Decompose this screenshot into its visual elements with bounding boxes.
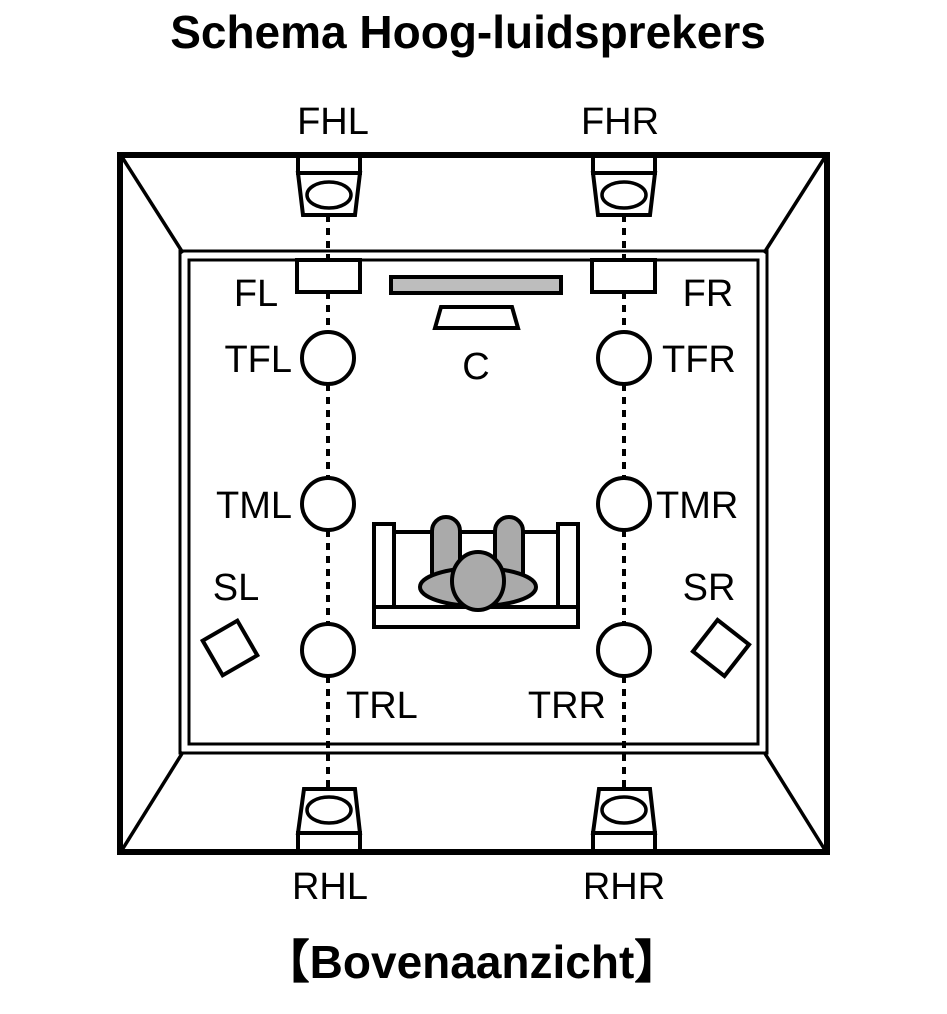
label-trr: TRR bbox=[528, 685, 606, 727]
speaker-trr bbox=[596, 622, 652, 678]
speaker-rhr bbox=[590, 787, 658, 854]
speaker-tfl bbox=[300, 330, 356, 386]
speaker-trl bbox=[300, 622, 356, 678]
label-fhr: FHR bbox=[581, 101, 659, 143]
label-c: C bbox=[462, 346, 489, 388]
label-tml: TML bbox=[216, 485, 292, 527]
speaker-fl bbox=[295, 258, 362, 294]
label-tmr: TMR bbox=[656, 485, 738, 527]
tv-screen bbox=[389, 275, 563, 295]
label-fl: FL bbox=[234, 273, 278, 315]
label-sr: SR bbox=[683, 567, 736, 609]
label-rhl: RHL bbox=[292, 866, 368, 908]
perspective-lines bbox=[120, 156, 827, 851]
label-fr: FR bbox=[683, 273, 734, 315]
label-trl: TRL bbox=[346, 685, 418, 727]
listener-on-sofa bbox=[372, 515, 580, 629]
speaker-fhr bbox=[590, 153, 658, 217]
label-sl: SL bbox=[213, 567, 259, 609]
label-tfl: TFL bbox=[224, 339, 292, 381]
label-tfr: TFR bbox=[662, 339, 736, 381]
view-caption: 【Bovenaanzicht】 bbox=[264, 936, 681, 988]
speaker-fr bbox=[590, 258, 657, 294]
speaker-tfr bbox=[596, 330, 652, 386]
speaker-fhl bbox=[295, 153, 363, 217]
label-fhl: FHL bbox=[297, 101, 369, 143]
label-rhr: RHR bbox=[583, 866, 665, 908]
ceiling-speaker-lines bbox=[326, 215, 626, 790]
room-inner-wall bbox=[178, 249, 769, 755]
speaker-rhl bbox=[295, 787, 363, 854]
speaker-tmr bbox=[596, 476, 652, 532]
room-outer-frame-overlay bbox=[117, 152, 830, 855]
speaker-sr bbox=[690, 617, 752, 679]
diagram-title: Schema Hoog-luidsprekers bbox=[170, 6, 766, 58]
speaker-tml bbox=[300, 476, 356, 532]
speaker-sl bbox=[199, 617, 261, 679]
speaker-center bbox=[432, 305, 521, 330]
